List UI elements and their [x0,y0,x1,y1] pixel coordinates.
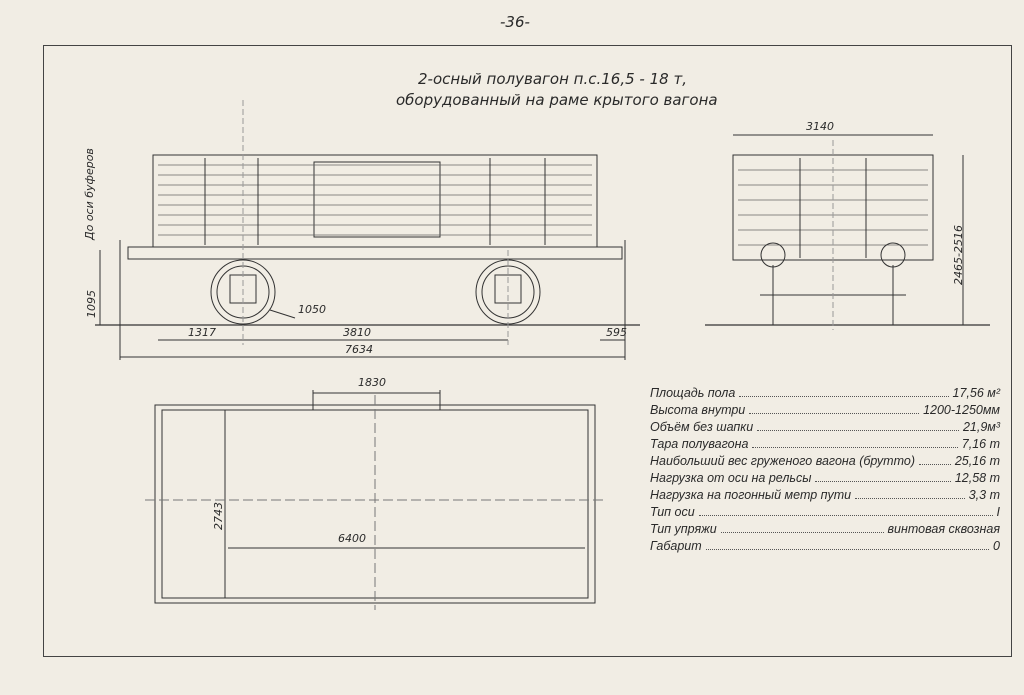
spec-value: 25,16 т [954,454,1000,468]
drawing-title-line2: оборудованный на раме крытого вагона [396,91,718,109]
spec-value: 1200-1250мм [923,403,1000,417]
spec-label: Тип упряжи [650,522,717,536]
spec-label: Высота внутри [650,403,746,417]
spec-label: Тара полувагона [650,437,749,451]
end-view [705,134,990,330]
overhang-right-dim: 595 [606,326,627,339]
side-view [95,100,640,360]
spec-row: Объём без шапки 21,9м³ [650,420,1000,435]
drawing-frame [43,45,1012,657]
spec-value: 0 [993,539,1000,553]
spec-label: Нагрузка от оси на рельсы [650,471,812,485]
inner-width-dim: 2743 [212,502,225,530]
spec-row: Нагрузка от оси на рельсы 12,58 т [650,471,1000,486]
spec-value: 17,56 м² [952,386,1001,400]
spec-row: Нагрузка на погонный метр пути 3,3 т [650,488,1000,503]
spec-value: 21,9м³ [962,420,1000,434]
spec-row: Габарит 0 [650,539,1000,554]
overhang-left-dim: 1317 [188,326,216,339]
drawing-title-line1: 2-осный полувагон п.с.16,5 - 18 т, [418,70,687,88]
plan-view [145,390,605,610]
spec-label: Габарит [650,539,702,553]
spec-row: Тип оси I [650,505,1000,520]
spec-value: 12,58 т [954,471,1000,485]
buffer-axis-label: До оси буферов [83,148,96,240]
buffer-height-dim: 1095 [85,290,98,318]
spec-label: Площадь пола [650,386,736,400]
spec-row: Тара полувагона 7,16 т [650,437,1000,452]
end-width-dim: 3140 [806,120,834,133]
spec-value: I [996,505,1000,519]
total-length-dim: 7634 [345,343,373,356]
spec-label: Нагрузка на погонный метр пути [650,488,852,502]
spec-value: 7,16 т [961,437,1000,451]
spec-label: Объём без шапки [650,420,754,434]
spec-label: Тип оси [650,505,695,519]
page-number: -36- [500,13,530,31]
inner-length-dim: 6400 [338,532,366,545]
door-width-dim: 1830 [358,376,386,389]
spec-row: Высота внутри 1200-1250мм [650,403,1000,418]
spec-value: 3,3 т [968,488,1000,502]
spec-label: Наибольший вес груженого вагона (брутто) [650,454,915,468]
end-height-dim: 2465-2516 [952,225,965,285]
spec-row: Площадь пола 17,56 м² [650,386,1000,401]
spec-row: Тип упряжи винтовая сквозная [650,522,1000,537]
wheel-diameter-dim: 1050 [298,303,326,316]
spec-value: винтовая сквозная [887,522,1000,536]
spec-row: Наибольший вес груженого вагона (брутто)… [650,454,1000,469]
wheelbase-dim: 3810 [343,326,371,339]
